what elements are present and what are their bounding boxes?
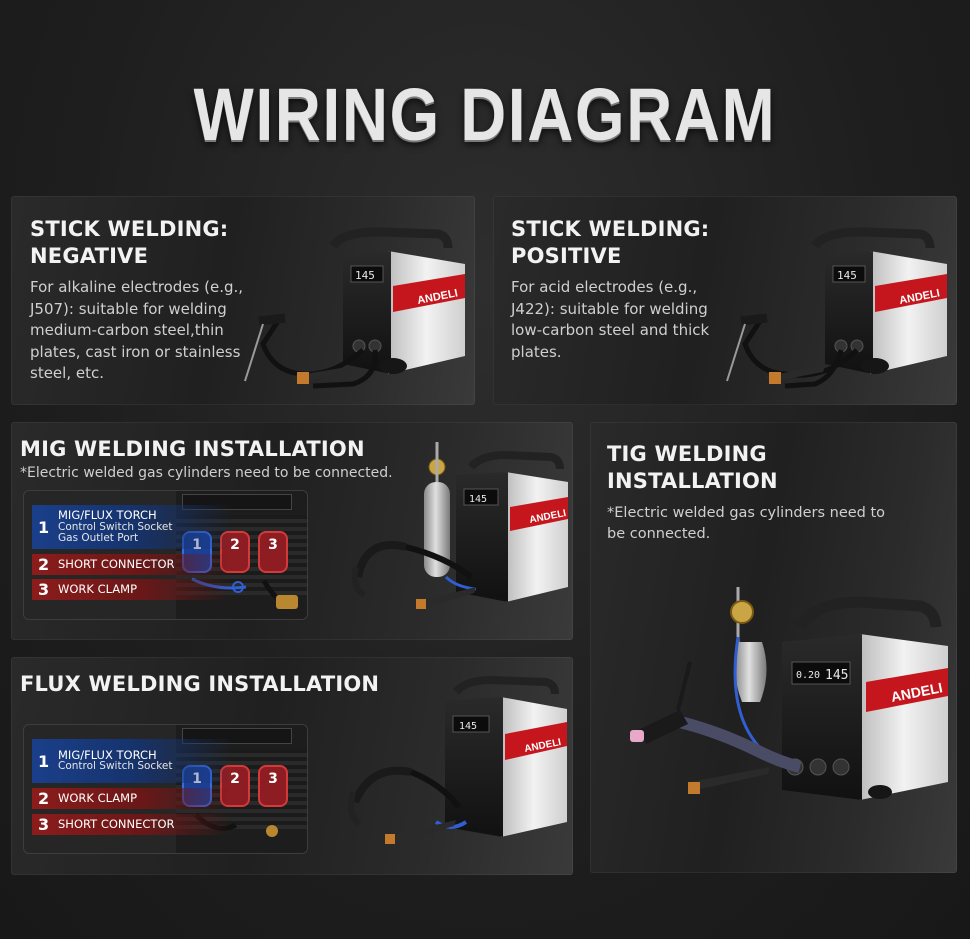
legend-row-3: 3 WORK CLAMP [32,579,232,600]
legend-row-1: 1 MIG/FLUX TORCH Control Switch Socket G… [32,505,232,549]
tig-setup-illustration: ANDELI 0.20 145 [630,587,948,800]
legend-sub-label: Gas Outlet Port [58,531,139,544]
terminal-number: 3 [268,537,278,553]
legend-label: MIG/FLUX TORCH [58,508,157,523]
legend-row-2: 2 SHORT CONNECTOR [32,554,232,575]
panel-mig-welding: MIG WELDING INSTALLATION *Electric welde… [11,422,573,640]
title-line: NEGATIVE [30,244,149,268]
panel-note: *Electric welded gas cylinders need to b… [607,503,885,545]
panel-tig-welding: TIG WELDING INSTALLATION *Electric welde… [590,422,957,873]
desc-line: For alkaline electrodes (e.g., [30,278,244,296]
welder-machine: ANDELI 145 [726,227,947,389]
legend-number: 3 [38,580,50,599]
panel-title: TIG WELDING INSTALLATION [607,441,778,495]
terminal-number: 2 [230,537,240,553]
display-readout: 145 [837,269,857,282]
terminal-legend: 1 2 3 1 MIG/FLUX TORCH Control Switch So… [23,724,308,854]
gas-regulator [730,600,754,624]
panel-title: STICK WELDING: POSITIVE [511,216,709,270]
panel-description: For alkaline electrodes (e.g., J507): su… [30,277,243,385]
welder-machine: ANDELI 0.20 145 [630,587,948,800]
terminal-legend: 1 2 3 1 MIG/FLUX TORCH Control Switch So… [23,490,308,620]
legend-row-1: 1 MIG/FLUX TORCH Control Switch Socket [32,739,232,783]
title-line: STICK WELDING: [511,217,710,241]
desc-line: J422): suitable for welding [511,299,708,318]
display-readout-small: 0.20 [796,670,820,681]
legend-number: 3 [38,815,50,834]
panel-flux-welding: FLUX WELDING INSTALLATION 1 2 3 1 MIG/FL… [11,657,573,875]
welder-machine: ANDELI 145 [351,442,568,609]
note-line: be connected. [607,526,711,542]
page-title: WIRING DIAGRAM [193,73,777,156]
desc-line: plates. [511,342,562,361]
mig-setup-illustration: ANDELI 145 [351,442,568,609]
desc-line: steel, etc. [30,364,104,382]
legend-number: 2 [38,789,50,808]
panel-description: For acid electrodes (e.g., J422): suitab… [511,277,709,363]
panel-title: MIG WELDING INSTALLATION [20,437,365,461]
note-line: *Electric welded gas cylinders need to [607,505,886,521]
legend-number: 1 [38,751,50,771]
legend-label: SHORT CONNECTOR [58,816,175,831]
tig-torch-cup [630,730,644,742]
panel-title: FLUX WELDING INSTALLATION [20,672,380,696]
terminal-number: 2 [230,771,240,787]
title-line: STICK WELDING: [30,217,229,241]
legend-row-2: 2 WORK CLAMP [32,788,232,809]
terminal-3: 3 [258,765,288,807]
display-readout: 145 [355,269,375,282]
desc-line: low-carbon steel and thick [511,321,710,339]
panel-title: STICK WELDING: NEGATIVE [30,216,228,270]
title-line: POSITIVE [511,244,622,268]
torch-cable [678,716,802,773]
desc-line: plates, cast iron or stainless [30,342,241,361]
legend-label: WORK CLAMP [58,790,138,805]
legend-sub-label: Control Switch Socket [58,520,173,533]
display-readout: 145 [469,494,487,505]
display-readout: 145 [825,668,848,683]
desc-line: J507): suitable for welding [30,299,227,318]
panel-stick-positive: STICK WELDING: POSITIVE For acid electro… [493,196,957,405]
title-line: INSTALLATION [607,469,778,493]
legend-label: SHORT CONNECTOR [58,556,175,571]
welder-machine-illustration: ANDELI 145 [726,227,947,389]
legend-row-3: 3 SHORT CONNECTOR [32,814,232,835]
panel-stick-negative: STICK WELDING: NEGATIVE For alkaline ele… [11,196,475,405]
display-readout: 145 [459,721,477,732]
gas-cylinder [734,642,767,702]
welder-machine: ANDELI 145 [348,675,567,844]
welder-machine-illustration: ANDELI 145 [244,227,465,389]
legend-label: MIG/FLUX TORCH [58,747,157,762]
legend-sub-label: Control Switch Socket [58,760,173,773]
legend-label: WORK CLAMP [58,581,138,596]
desc-line: For acid electrodes (e.g., [511,278,698,296]
desc-line: medium-carbon steel,thin [30,321,224,339]
welder-machine: ANDELI 145 [244,227,465,389]
flux-setup-illustration: ANDELI 145 [348,675,567,844]
title-line: TIG WELDING [607,442,767,466]
panel-note: *Electric welded gas cylinders need to b… [20,465,393,481]
legend-number: 1 [38,517,50,537]
terminal-number: 3 [268,771,278,787]
terminal-3: 3 [258,531,288,573]
legend-number: 2 [38,555,50,574]
